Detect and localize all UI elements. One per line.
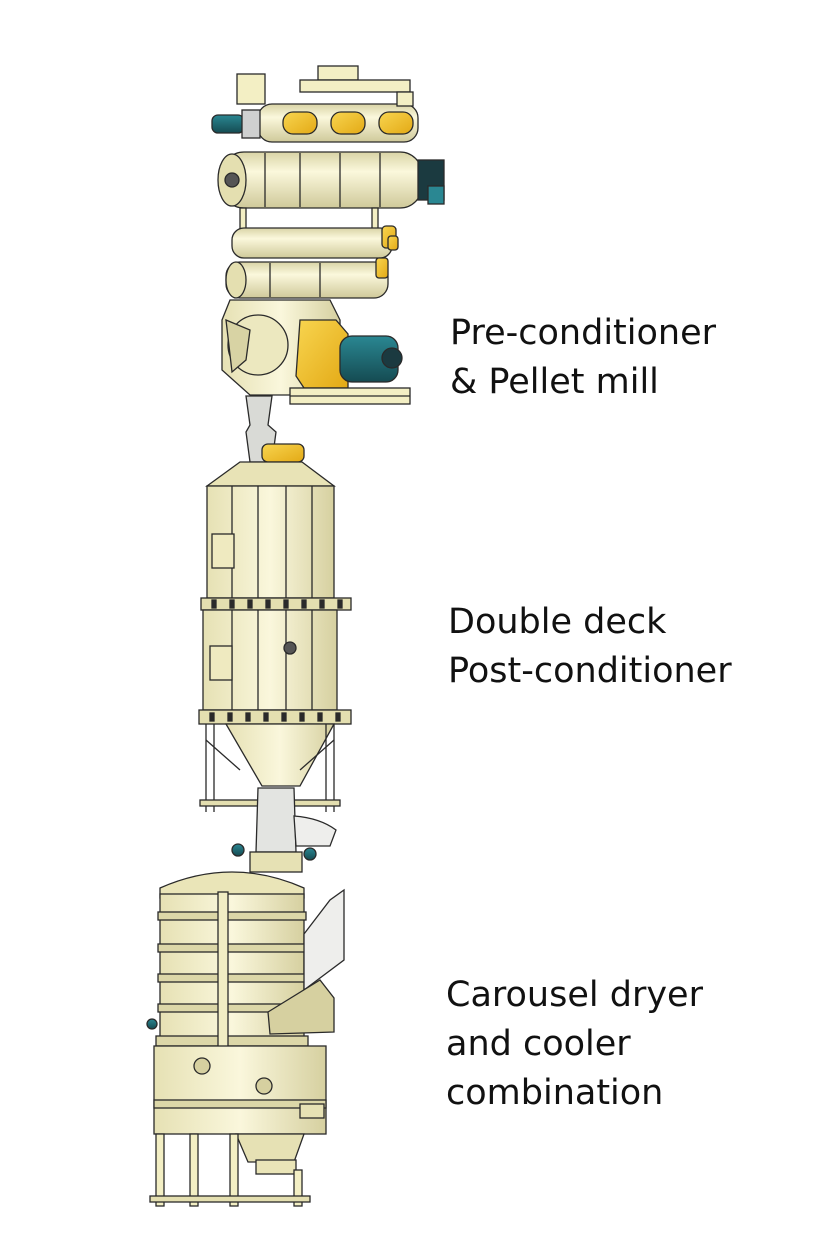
label-line: Post-conditioner — [448, 651, 732, 691]
post-conditioner-hopper — [224, 723, 336, 787]
pellet-mill-assembly — [211, 65, 445, 463]
upper-door — [211, 533, 235, 569]
conditioner-barrel-2 — [225, 261, 389, 299]
feeder-motor — [211, 114, 245, 134]
post-conditioner-assembly — [198, 461, 352, 861]
deck-flange-1 — [200, 597, 352, 611]
label-line: Pre-conditioner — [450, 313, 717, 353]
top-bracket — [317, 65, 359, 81]
deck-flange-2 — [198, 709, 352, 725]
label-line: Double deck — [448, 602, 667, 642]
lower-door — [209, 645, 233, 681]
post-conditioner-roof — [205, 461, 336, 487]
cooler-section — [153, 1045, 327, 1135]
top-feeder-frame — [236, 73, 266, 105]
label-line: combination — [446, 1073, 664, 1113]
transfer-chute — [255, 787, 297, 853]
label-line: and cooler — [446, 1024, 631, 1064]
conditioner-barrel-1 — [231, 227, 393, 259]
label-line: Carousel dryer — [446, 975, 703, 1015]
label-line: & Pellet mill — [450, 362, 659, 402]
cooler-discharge — [235, 1133, 305, 1163]
label-carousel-dryer-cooler: Carousel dryer and cooler combination — [446, 971, 703, 1118]
carousel-top — [159, 871, 305, 899]
exhaust-duct — [303, 888, 345, 992]
vertical-duct — [217, 891, 229, 1073]
label-pre-conditioner-pellet-mill: Pre-conditioner & Pellet mill — [450, 309, 716, 407]
pre-conditioner-drum — [221, 151, 423, 209]
label-post-conditioner: Double deck Post-conditioner — [448, 598, 732, 696]
carousel-assembly — [146, 851, 345, 1207]
